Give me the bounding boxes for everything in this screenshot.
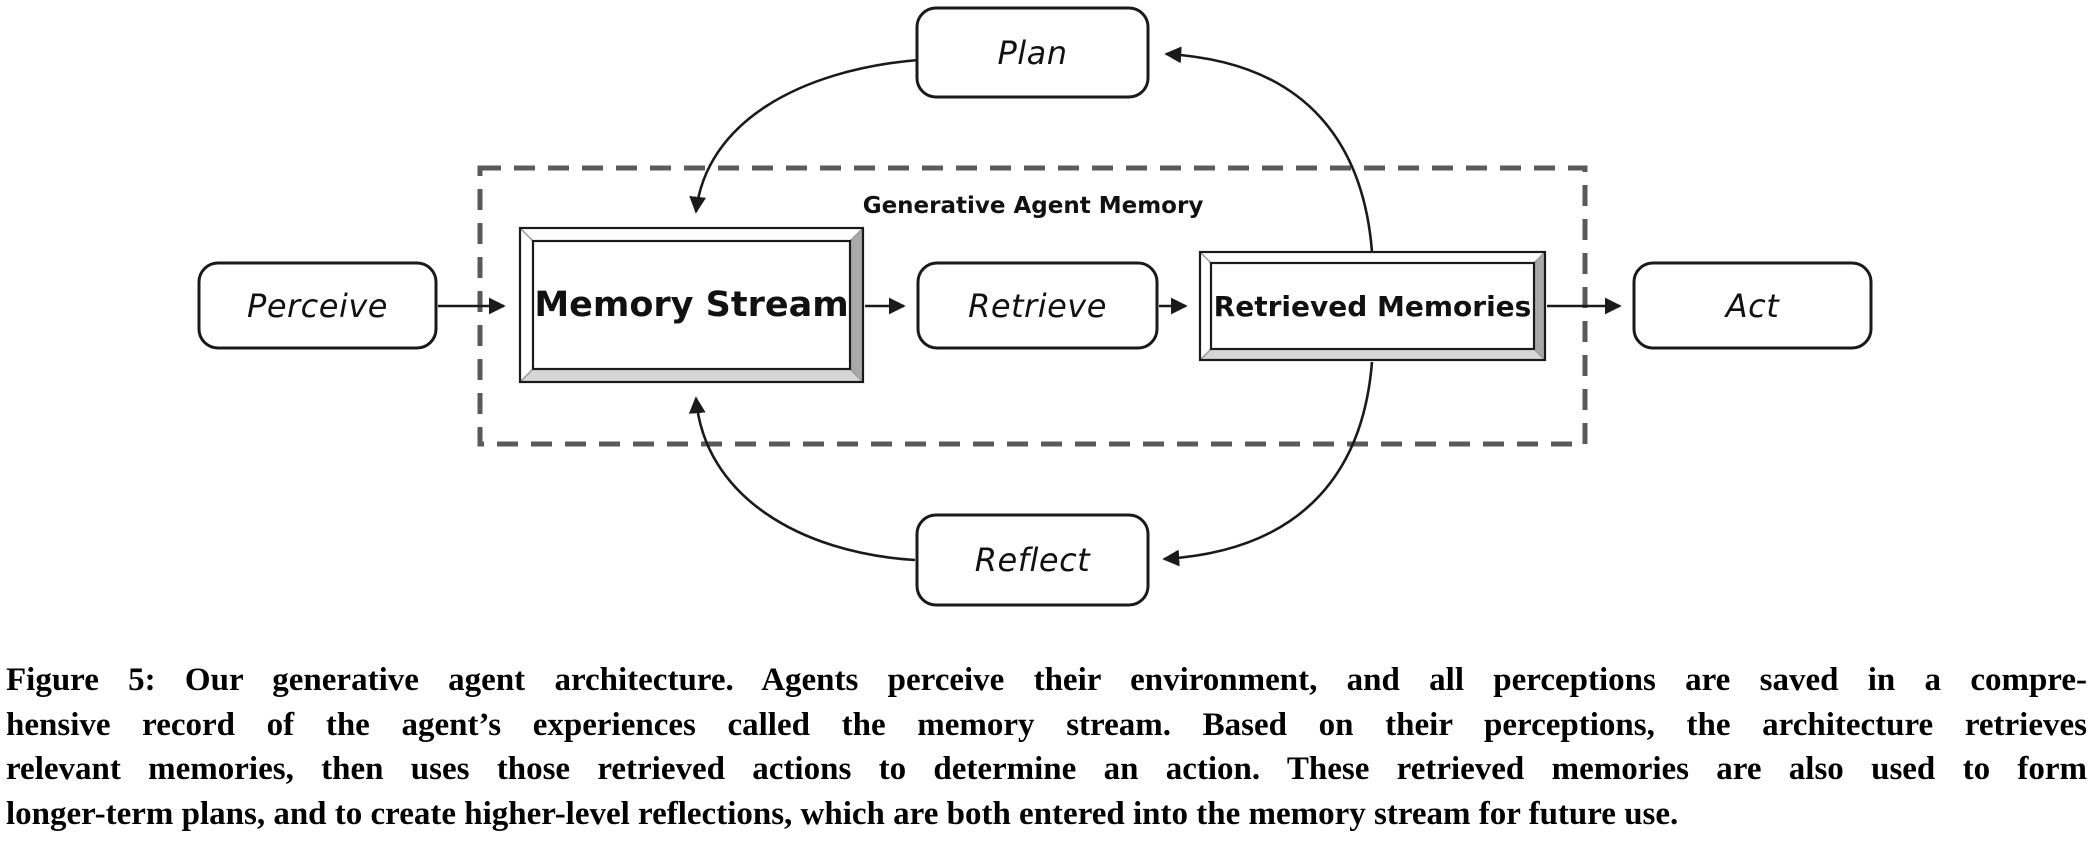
node-retrieved-memories-box — [1198, 250, 1547, 362]
caption-line: longer-term plans, and to create higher-… — [6, 795, 1679, 832]
node-retrieve-box — [916, 261, 1159, 350]
node-act-box — [1632, 261, 1873, 350]
figure-caption: Figure 5: Our generative agent architect… — [6, 658, 2087, 836]
diagram-canvas — [197, 6, 1873, 607]
node-memory-stream-box — [518, 226, 865, 384]
caption-line: relevant memories, then uses those retri… — [6, 751, 2087, 787]
caption-line: hensive record of the agent’s experience… — [6, 706, 2087, 743]
curve-retrieved-memories-to-plan — [1164, 46, 1374, 253]
node-plan-box — [915, 6, 1150, 99]
caption-line: Figure 5: Our generative agent architect… — [6, 662, 2087, 698]
memory-group-label: Generative Agent Memory — [862, 193, 1204, 219]
curve-plan-to-memory-stream — [689, 58, 919, 214]
curve-reflect-to-memory-stream — [688, 396, 916, 562]
curve-retrieved-memories-to-reflect — [1162, 361, 1374, 567]
node-perceive-box — [197, 261, 438, 350]
node-reflect-box — [915, 513, 1150, 607]
architecture-diagram: Perceive Memory Stream Retrieve Retrieve… — [197, 6, 1873, 607]
